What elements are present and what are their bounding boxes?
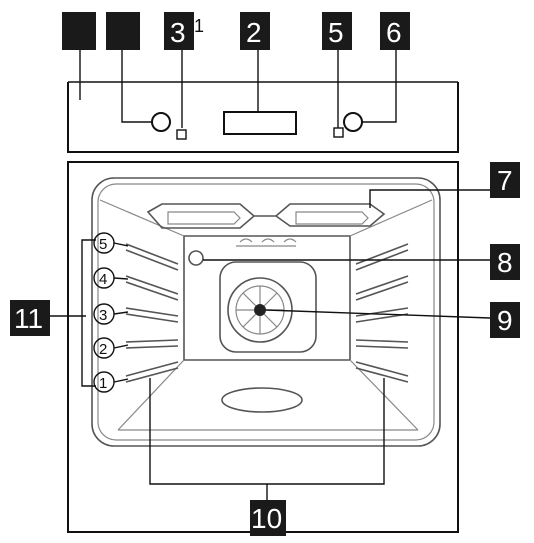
right-indicator-light	[333, 127, 344, 138]
top-heating-element	[146, 203, 386, 247]
shelf-level-5-label: 5	[99, 236, 107, 253]
oven-lamp	[188, 250, 204, 266]
control-panel	[67, 50, 459, 153]
callout-8: 8	[203, 244, 520, 280]
shelf-level-bracket	[50, 239, 96, 387]
electronic-display	[223, 111, 297, 135]
callout-9-label: 9	[497, 305, 513, 336]
left-control-knob	[151, 112, 171, 132]
callout-box-left-2	[106, 12, 140, 50]
shelf-level-3: 3	[93, 303, 129, 325]
callout-2-label: 2	[246, 17, 262, 48]
shelf-level-2: 2	[93, 337, 129, 359]
convection-fan	[219, 261, 317, 353]
callout-10: 10	[149, 378, 385, 536]
callout-11-label: 11	[14, 303, 43, 334]
shelf-level-4-label: 4	[99, 271, 107, 288]
callout-7-label: 7	[497, 165, 513, 196]
shelf-level-4: 4	[93, 267, 129, 289]
callout-10-label: 10	[251, 503, 282, 534]
callout-6: 6	[380, 12, 410, 50]
shelf-level-1-label: 1	[99, 375, 107, 392]
bottom-heater-cover	[221, 387, 303, 413]
left-shelf-supports	[125, 243, 179, 383]
callout-11: 11	[10, 300, 50, 336]
callout-9: 9	[265, 302, 520, 338]
callout-7: 7	[369, 162, 520, 208]
callout-5: 5	[322, 12, 352, 50]
shelf-level-2-label: 2	[99, 341, 107, 358]
shelf-level-3-label: 3	[99, 307, 107, 324]
callout-3: 3 1	[164, 12, 204, 50]
callout-5-label: 5	[328, 17, 344, 48]
callout-3-sub-label: 1	[194, 16, 204, 36]
callout-6-label: 6	[386, 17, 402, 48]
callout-3-label: 3	[170, 17, 186, 48]
callout-8-label: 8	[497, 247, 513, 278]
callout-2: 2	[240, 12, 270, 50]
shelf-level-5: 5	[93, 232, 129, 254]
callout-box-left-1	[62, 12, 96, 50]
right-control-knob	[343, 112, 363, 132]
left-indicator-light	[176, 129, 187, 140]
shelf-level-1: 1	[93, 371, 129, 393]
